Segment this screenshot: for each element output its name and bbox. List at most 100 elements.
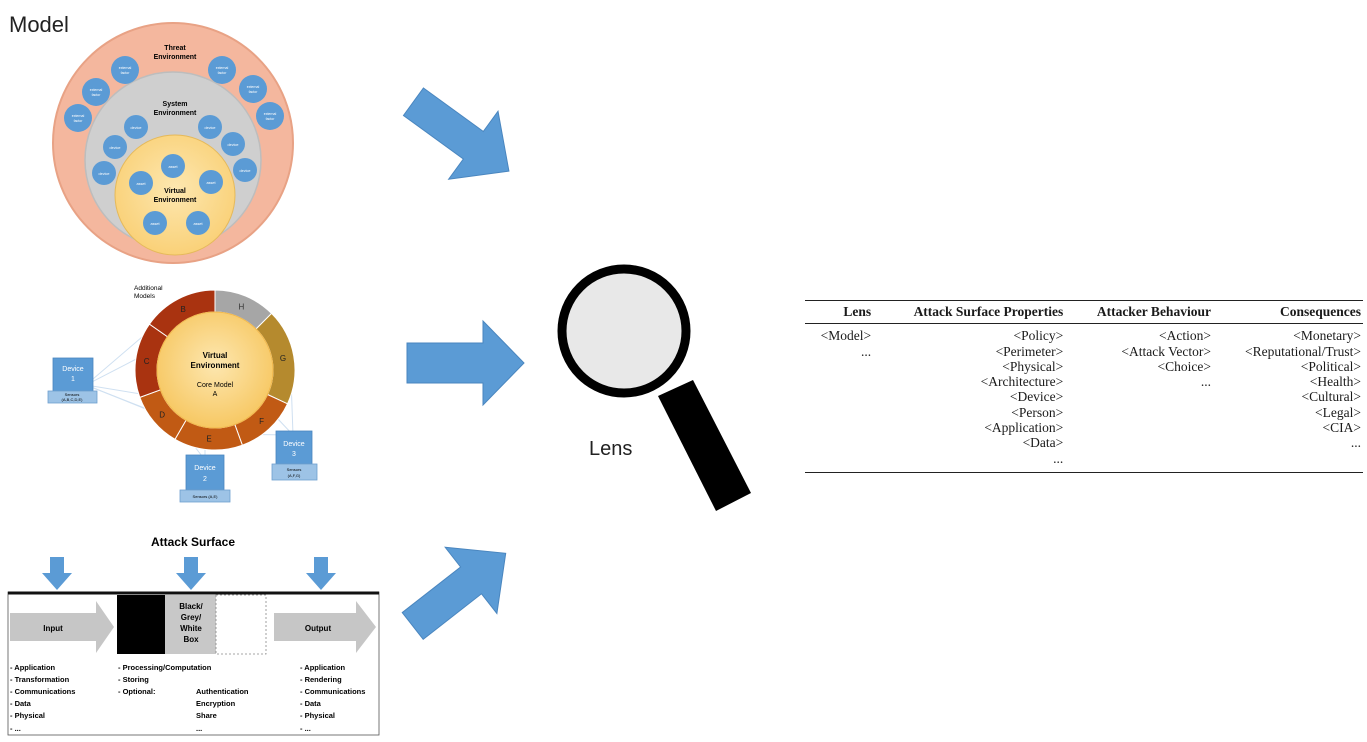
attack-surface-properties-column: <Policy> <Perimeter> <Physical> <Archite… <box>873 323 1066 473</box>
flow-arrow-top <box>402 87 510 180</box>
lens-table: Lens Attack Surface Properties Attacker … <box>805 299 1363 473</box>
optional-list: Authentication Encryption Share ... <box>196 687 249 733</box>
lens-column: <Model> ... <box>805 323 874 473</box>
svg-text:asset: asset <box>150 222 160 226</box>
svg-text:- ...: - ... <box>10 724 21 733</box>
table-cell: <Device> <box>1009 389 1064 405</box>
svg-text:device: device <box>110 146 121 150</box>
table-cell: ... <box>1200 374 1211 390</box>
svg-text:factor: factor <box>121 71 131 75</box>
ring-segment-label: E <box>206 435 211 444</box>
svg-text:- Application: - Application <box>10 663 56 672</box>
svg-text:external: external <box>247 85 260 89</box>
asset-node: asset <box>161 154 185 178</box>
ring-segment-label: C <box>144 357 150 366</box>
svg-text:...: ... <box>196 724 202 733</box>
box-label-2: Grey/ <box>181 613 202 622</box>
svg-text:- Storing: - Storing <box>118 675 149 684</box>
asset-node: asset <box>143 211 167 235</box>
table-header-row: Lens Attack Surface Properties Attacker … <box>805 299 1363 325</box>
svg-text:Share: Share <box>196 711 217 720</box>
table-cell: <Physical> <box>1002 358 1064 374</box>
svg-text:device: device <box>240 169 251 173</box>
magnifier-icon <box>557 264 751 511</box>
svg-text:asset: asset <box>136 182 146 186</box>
table-cell: <Perimeter> <box>995 343 1064 359</box>
header-attack-surface-properties: Attack Surface Properties <box>873 299 1066 325</box>
threat-env-label-2: Environment <box>154 54 197 61</box>
table-cell: <Reputational/Trust> <box>1245 343 1361 359</box>
device-1: Device 1 Sensors (A,B,C,D,E) <box>47 357 98 404</box>
consequences-column: <Monetary> <Reputational/Trust> <Politic… <box>1212 323 1363 473</box>
device-node: device <box>198 115 222 139</box>
svg-text:- Processing/Computation: - Processing/Computation <box>118 663 212 672</box>
threat-env-label-1: Threat <box>164 45 186 52</box>
table-cell: <Action> <box>1158 328 1211 344</box>
header-consequences: Consequences <box>1212 299 1363 325</box>
table-cell: ... <box>860 343 872 359</box>
svg-text:factor: factor <box>266 117 276 121</box>
svg-text:- Physical: - Physical <box>300 711 335 720</box>
table-cell: <Policy> <box>1013 328 1064 344</box>
svg-text:(A,B,C,D,E): (A,B,C,D,E) <box>62 397 84 402</box>
ring-segment-label: B <box>180 305 185 314</box>
header-attacker-behaviour: Attacker Behaviour <box>1065 299 1213 325</box>
additional-models-label-1: Additional <box>134 285 163 292</box>
svg-text:factor: factor <box>92 93 102 97</box>
input-label: Input <box>43 624 63 633</box>
device-2: Device 2 Sensors (A,E) <box>179 454 231 503</box>
asset-node: asset <box>129 171 153 195</box>
core-model-label: Core Model <box>197 382 234 389</box>
svg-text:external: external <box>119 66 132 70</box>
svg-text:device: device <box>131 126 142 130</box>
virtual-environment <box>114 134 236 256</box>
table-cell: ... <box>1350 435 1361 451</box>
svg-text:external: external <box>216 66 229 70</box>
threat-model-diagram: Threat Environment System Environment Vi… <box>52 22 294 264</box>
svg-text:2: 2 <box>203 476 207 483</box>
svg-text:- Transformation: - Transformation <box>10 675 70 684</box>
ring-segment-label: G <box>280 354 286 363</box>
attacker-behaviour-column: <Action> <Attack Vector> <Choice> ... <box>1065 323 1213 473</box>
svg-text:- ...: - ... <box>300 724 311 733</box>
svg-text:- Physical: - Physical <box>10 711 45 720</box>
core-virtual-label-2: Environment <box>191 361 240 370</box>
svg-text:external: external <box>264 112 277 116</box>
svg-text:asset: asset <box>206 181 216 185</box>
ring-segment-label: H <box>239 302 245 311</box>
flow-arrow-middle <box>406 319 525 407</box>
attack-surface-title: Attack Surface <box>151 535 235 549</box>
grey-box <box>165 595 216 654</box>
table-cell: <Cultural> <box>1301 389 1361 405</box>
svg-text:- Optional:: - Optional: <box>118 687 156 696</box>
svg-text:- Rendering: - Rendering <box>300 675 342 684</box>
table-cell: ... <box>1053 450 1064 466</box>
output-list: - Application - Rendering - Communicatio… <box>300 663 365 733</box>
svg-text:Device: Device <box>62 366 84 373</box>
table-cell: <Legal> <box>1315 404 1361 420</box>
asset-node: asset <box>186 211 210 235</box>
attack-arrow-box <box>176 557 206 590</box>
svg-text:(A,F,G): (A,F,G) <box>288 473 301 478</box>
table-cell: <Model> <box>820 328 872 344</box>
table-cell: <Choice> <box>1157 358 1211 374</box>
table-cell: <Attack Vector> <box>1121 343 1211 359</box>
svg-text:3: 3 <box>292 451 296 458</box>
system-env-label-2: Environment <box>154 110 197 117</box>
core-virtual-label-1: Virtual <box>203 351 228 360</box>
device-3: Device 3 Sensors (A,F,G) <box>271 430 318 481</box>
table-cell: <Political> <box>1300 358 1361 374</box>
box-label-1: Black/ <box>179 602 203 611</box>
flow-arrow-bottom <box>401 546 507 641</box>
device-node: device <box>233 158 257 182</box>
output-arrow-shape <box>274 601 376 653</box>
svg-text:Authentication: Authentication <box>196 687 249 696</box>
svg-text:asset: asset <box>168 165 178 169</box>
svg-text:device: device <box>205 126 216 130</box>
